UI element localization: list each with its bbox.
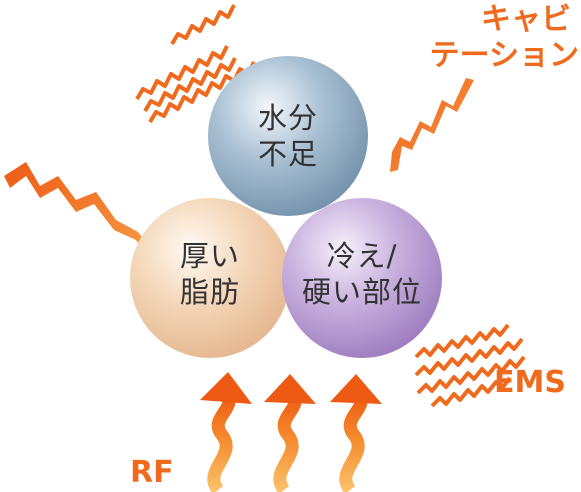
circle-left-peach (130, 198, 290, 358)
wave-line (430, 376, 512, 408)
wave-line (416, 355, 526, 395)
circle-right-text: 冷え/ 硬い部位 (300, 238, 424, 310)
cavitation-label-line2: テーション (429, 38, 579, 73)
wave-line (135, 45, 229, 101)
circle-top-line1: 水分 (257, 101, 318, 135)
wave-line (170, 4, 236, 46)
circle-top-line2: 不足 (257, 137, 318, 171)
circle-left-text: 厚い 脂肪 (160, 238, 260, 310)
wave-line (414, 323, 510, 359)
circle-right-purple (282, 198, 442, 358)
wave-lines-top-left (135, 4, 256, 124)
circle-left-line2: 脂肪 (179, 275, 240, 309)
cavitation-label-line1: キャビ (481, 2, 571, 37)
circle-top-text: 水分 不足 (238, 100, 338, 172)
lightning-bolt-top-right (390, 78, 474, 172)
rf-arrows (200, 372, 382, 492)
circle-left-line1: 厚い (179, 239, 240, 273)
ems-label: EMS (494, 365, 566, 400)
circle-right-line1: 冷え/ (326, 239, 398, 273)
circle-top-blue (208, 56, 368, 216)
rf-label: RF (130, 455, 174, 490)
circle-right-line2: 硬い部位 (301, 275, 422, 309)
cavitation-label: キャビ テーション (414, 2, 579, 74)
wave-line (414, 337, 524, 377)
wave-lines-right (414, 323, 526, 408)
rf-arrow (264, 374, 316, 492)
rf-arrow (330, 374, 382, 492)
rf-arrow (200, 372, 252, 492)
lightning-bolt-left (4, 162, 158, 266)
wave-line (143, 57, 237, 113)
